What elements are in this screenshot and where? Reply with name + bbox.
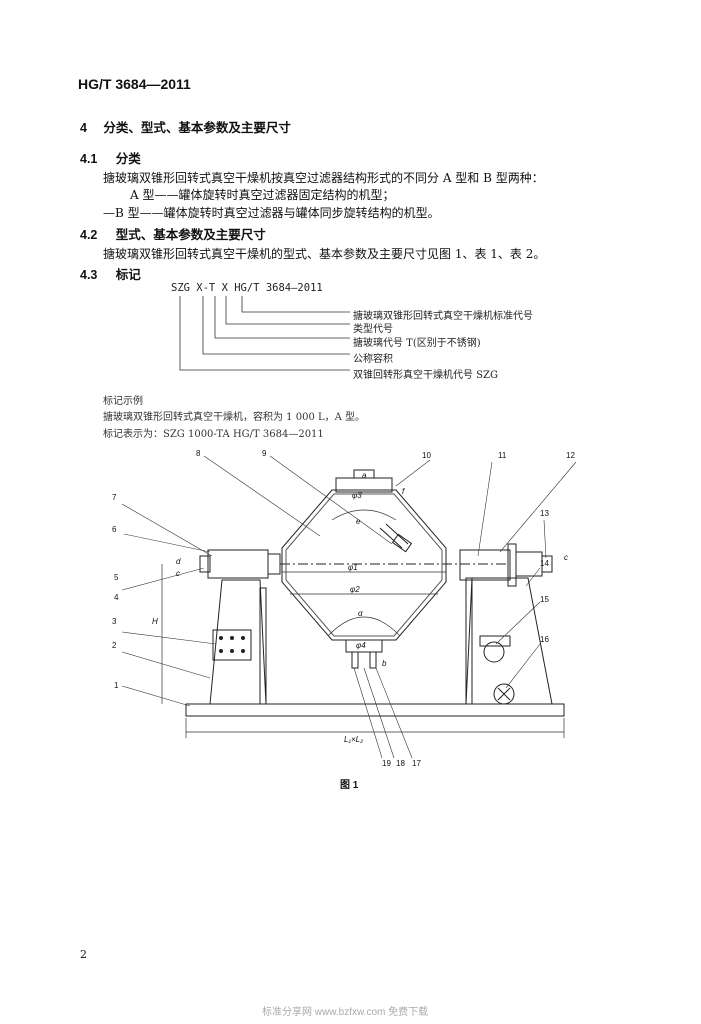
callout-10: 10 xyxy=(422,451,431,460)
example-heading: 标记示例 xyxy=(103,396,143,407)
marking-formula: SZG X-T X HG/T 3684—2011 xyxy=(171,282,323,294)
marking-label-glass: 搪玻璃代号 T(区别于不锈钢) xyxy=(353,338,481,349)
panel-buttons xyxy=(219,636,245,653)
dim-phi4: φ4 xyxy=(356,641,366,650)
section-4-1-number: 4.1 xyxy=(80,152,98,166)
dim-c-left: c xyxy=(176,569,180,578)
dim-alpha: α xyxy=(358,609,363,618)
type-a-description: A 型——罐体旋转时真空过滤器固定结构的机型； xyxy=(130,188,395,202)
classification-intro: 搪玻璃双锥形回转式真空干燥机按真空过滤器结构形式的不同分 A 型和 B 型两种： xyxy=(103,171,544,185)
base-plate xyxy=(185,703,565,717)
example-text: 搪玻璃双锥形回转式真空干燥机，容积为 1 000 L，A 型。 xyxy=(103,412,366,423)
marking-label-volume: 公称容积 xyxy=(353,354,393,365)
callout-1: 1 xyxy=(114,681,119,690)
dim-phi1: φ1 xyxy=(348,563,358,572)
callout-8: 8 xyxy=(196,449,201,458)
bottom-outlet xyxy=(345,639,383,653)
section-4-2-heading: 4.2 型式、基本参数及主要尺寸 xyxy=(80,224,266,243)
section-4-2-text: 搪玻璃双锥形回转式真空干燥机的型式、基本参数及主要尺寸见图 1、表 1、表 2。 xyxy=(103,247,546,261)
dim-L1xL2: L₁×L₂ xyxy=(344,735,363,744)
dim-a: a xyxy=(362,471,367,480)
right-bearing xyxy=(459,549,511,581)
dim-H: H xyxy=(152,617,158,626)
callout-5: 5 xyxy=(114,573,119,582)
callout-16: 16 xyxy=(540,635,549,644)
reducer xyxy=(483,641,505,663)
callout-17: 17 xyxy=(412,759,421,768)
section-4-2-number: 4.2 xyxy=(80,228,98,242)
callout-14: 14 xyxy=(540,559,549,568)
callout-9: 9 xyxy=(262,449,267,458)
double-cone-vessel xyxy=(281,489,447,641)
marking-leader-lines xyxy=(179,296,350,371)
marking-label-szg: 双锥回转形真空干燥机代号 SZG xyxy=(353,370,498,381)
figure-1-drawing: 8 9 10 11 12 7 6 5 4 3 2 1 13 14 15 16 1… xyxy=(112,449,577,768)
dim-b: b xyxy=(382,659,387,668)
section-4-1-title: 分类 xyxy=(115,151,141,166)
callout-leaders xyxy=(121,455,577,759)
dim-phi3: φ3 xyxy=(352,491,362,500)
section-4-title: 分类、型式、基本参数及主要尺寸 xyxy=(103,120,291,135)
watermark-footer: 标准分享网 www.bzfxw.com 免费下载 xyxy=(262,1007,429,1018)
section-4-1-heading: 4.1 分类 xyxy=(80,148,141,167)
figure-caption: 图 1 xyxy=(340,780,359,791)
callout-6: 6 xyxy=(112,525,117,534)
section-4-2-title: 型式、基本参数及主要尺寸 xyxy=(115,227,266,242)
callout-19: 19 xyxy=(382,759,391,768)
callout-3: 3 xyxy=(112,617,117,626)
standard-code-header: HG/T 3684—2011 xyxy=(78,76,191,92)
page-number: 2 xyxy=(80,948,87,961)
callout-2: 2 xyxy=(112,641,117,650)
section-4-3-number: 4.3 xyxy=(80,268,98,282)
callout-13: 13 xyxy=(540,509,549,518)
example-code: 标记表示为：SZG 1000-TA HG/T 3684—2011 xyxy=(103,429,324,440)
left-bearing xyxy=(207,549,269,579)
marking-label-type: 类型代号 xyxy=(353,324,393,335)
callout-4: 4 xyxy=(114,593,119,602)
dim-d: d xyxy=(176,557,181,566)
control-panel xyxy=(212,629,252,661)
section-4-number: 4 xyxy=(80,121,87,135)
left-support xyxy=(209,579,267,705)
section-4-3-title: 标记 xyxy=(115,267,141,282)
callout-18: 18 xyxy=(396,759,405,768)
section-4-heading: 4 分类、型式、基本参数及主要尺寸 xyxy=(80,117,291,136)
drive-unit xyxy=(515,551,543,577)
dim-c-right: c xyxy=(564,553,568,562)
type-b-description: —B 型——罐体旋转时真空过滤器与罐体同步旋转结构的机型。 xyxy=(103,206,440,220)
dim-e: e xyxy=(356,517,361,526)
marking-label-standard: 搪玻璃双锥形回转式真空干燥机标准代号 xyxy=(353,311,533,322)
callout-11: 11 xyxy=(498,451,507,460)
section-4-3-heading: 4.3 标记 xyxy=(80,264,141,283)
dim-f: f xyxy=(402,487,405,496)
right-support xyxy=(465,577,553,705)
callout-15: 15 xyxy=(540,595,549,604)
callout-7: 7 xyxy=(112,493,117,502)
callout-12: 12 xyxy=(566,451,575,460)
dim-phi2: φ2 xyxy=(350,585,360,594)
